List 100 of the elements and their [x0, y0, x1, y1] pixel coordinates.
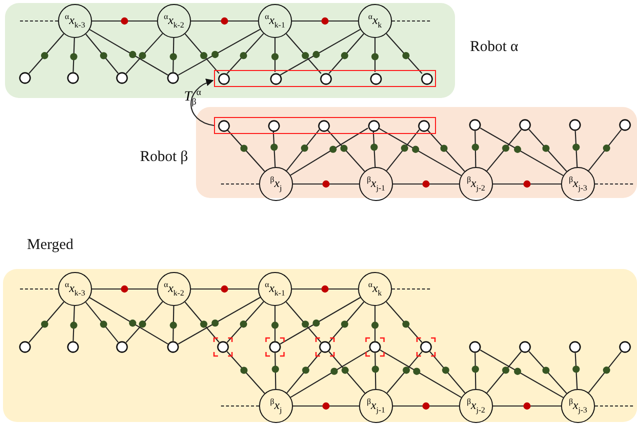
- factor-edge: [528, 129, 568, 172]
- landmark-node: [569, 341, 581, 353]
- factor-edge: [126, 301, 164, 343]
- factor-edge: [70, 38, 78, 72]
- landmark-node: [67, 341, 79, 353]
- factor-edge: [371, 306, 379, 341]
- pose-node: $^{β}$x$_{j-1}$: [359, 167, 393, 201]
- factor-edge: [480, 128, 564, 176]
- factor-edge: [178, 28, 260, 76]
- factor-edge: [326, 129, 366, 172]
- factor-edge: [370, 130, 378, 168]
- factor-edge: [290, 128, 368, 176]
- factor-edge: [226, 301, 264, 343]
- landmark-node: [369, 341, 381, 353]
- factor-edge: [292, 17, 358, 25]
- factor-edge: [328, 351, 366, 394]
- factor-edge: [472, 131, 479, 167]
- factor-edge: [393, 180, 459, 188]
- factor-edge: [89, 297, 168, 344]
- factor-edge: [272, 353, 279, 389]
- pose-node: $^{α}$x$_{k-1}$: [258, 4, 292, 38]
- factor-edge: [493, 402, 561, 410]
- landmark-node: [469, 119, 481, 131]
- factor-edge: [170, 306, 177, 341]
- pose-node: $^{β}$x$_{j}$: [259, 167, 293, 201]
- group-title: Robot β: [140, 149, 188, 166]
- landmark-node: [569, 119, 581, 131]
- pose-node: $^{α}$x$_{k}$: [358, 272, 392, 306]
- dashed-line: [20, 288, 58, 290]
- landmark-node: [270, 73, 282, 85]
- factor-edge: [286, 302, 322, 343]
- factor-edge: [286, 129, 320, 172]
- landmark-node: [217, 341, 229, 353]
- factor-edge: [226, 351, 266, 394]
- factor-edge: [286, 351, 322, 394]
- landmark-node: [320, 73, 332, 85]
- landmark-node: [218, 120, 230, 132]
- landmark-node: [619, 341, 631, 353]
- landmark-node: [368, 120, 380, 132]
- landmark-node: [167, 341, 179, 353]
- factor-edge: [328, 33, 364, 74]
- dashed-line: [221, 405, 259, 407]
- factor-edge: [28, 302, 64, 343]
- factor-edge: [126, 33, 163, 74]
- factor-edge: [380, 350, 462, 398]
- dashed-line: [595, 405, 633, 407]
- landmark-node: [268, 120, 280, 132]
- factor-edge: [280, 28, 360, 76]
- pose-node: $^{β}$x$_{j}$: [259, 389, 293, 423]
- factor-edge: [226, 129, 266, 172]
- selection-box: [214, 70, 436, 87]
- factor-edge: [486, 129, 522, 172]
- factor-edge: [270, 130, 278, 168]
- pose-node: $^{α}$x$_{k}$: [358, 4, 392, 38]
- pose-node: $^{α}$x$_{k-2}$: [157, 272, 191, 306]
- landmark-node: [519, 341, 531, 353]
- factor-edge: [191, 17, 258, 25]
- selection-box: [214, 117, 436, 134]
- factor-edge: [85, 34, 119, 74]
- landmark-node: [218, 73, 230, 85]
- landmark-node: [421, 73, 433, 85]
- landmark-node: [67, 72, 79, 84]
- pose-node: $^{β}$x$_{j-3}$: [561, 167, 595, 201]
- factor-edge: [170, 38, 177, 72]
- landmark-node: [418, 120, 430, 132]
- factor-edge: [426, 129, 466, 172]
- factor-edge: [292, 285, 358, 293]
- pose-node: $^{β}$x$_{j-2}$: [459, 167, 493, 201]
- factor-edge: [89, 29, 168, 76]
- landmark-node: [318, 120, 330, 132]
- factor-edge: [280, 297, 361, 344]
- group-title: Merged: [27, 237, 74, 254]
- factor-edge: [386, 351, 423, 394]
- landmark-node: [519, 119, 531, 131]
- landmark-node: [269, 341, 281, 353]
- factor-edge: [572, 352, 580, 390]
- landmark-node: [19, 341, 31, 353]
- pose-node: $^{β}$x$_{j-3}$: [561, 389, 595, 423]
- factor-edge: [293, 180, 359, 188]
- factor-edge: [226, 33, 264, 74]
- factor-edge: [393, 402, 459, 410]
- factor-edge: [28, 33, 64, 74]
- pose-node: $^{α}$x$_{k-2}$: [157, 4, 191, 38]
- pose-node: $^{α}$x$_{k-3}$: [58, 4, 92, 38]
- factor-edge: [378, 128, 462, 176]
- factor-edge: [184, 34, 220, 74]
- dashed-line: [392, 20, 430, 22]
- factor-edge: [588, 129, 622, 172]
- factor-edge: [85, 302, 119, 343]
- group-title: Robot α: [470, 39, 518, 56]
- factor-edge: [293, 402, 359, 410]
- factor-edge: [386, 301, 422, 343]
- factor-edge: [429, 351, 466, 394]
- dashed-line: [221, 183, 259, 185]
- landmark-node: [116, 341, 128, 353]
- factor-edge: [271, 38, 279, 72]
- factor-edge: [92, 17, 157, 25]
- factor-edge: [486, 351, 522, 394]
- landmark-node: [319, 341, 331, 353]
- landmark-node: [370, 73, 382, 85]
